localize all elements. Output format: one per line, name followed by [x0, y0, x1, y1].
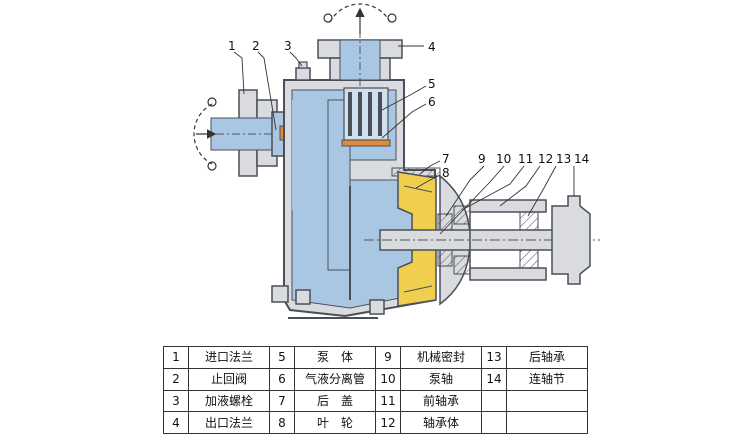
legend-row: 2 止回阀 6 气液分离管 10 泵轴 14 连轴节	[163, 367, 588, 391]
legend-number: 4	[163, 411, 189, 434]
callout-8: 8	[442, 166, 450, 180]
legend-number: 8	[269, 411, 295, 434]
legend-number: 1	[163, 346, 189, 369]
legend-part-name: 出口法兰	[188, 411, 270, 434]
legend-number	[481, 389, 507, 413]
callout-11: 11	[518, 152, 533, 166]
callout-7: 7	[442, 152, 450, 166]
legend-part-name: 后 盖	[294, 389, 376, 413]
legend-part-name: 轴承体	[400, 411, 482, 434]
parts-legend-table: 1 进口法兰 5 泵 体 9 机械密封 13 后轴承 2 止回阀 6 气液分离管…	[163, 346, 588, 434]
legend-part-name: 泵轴	[400, 367, 482, 391]
legend-row: 4 出口法兰 8 叶 轮 12 轴承体	[163, 411, 588, 434]
rear-bearing	[519, 211, 539, 269]
coupling	[551, 195, 591, 285]
legend-part-name: 泵 体	[294, 346, 376, 369]
legend-number	[481, 411, 507, 434]
legend-number: 7	[269, 389, 295, 413]
legend-part-name: 机械密封	[400, 346, 482, 369]
legend-number: 6	[269, 367, 295, 391]
legend-number: 13	[481, 346, 507, 369]
callout-13: 13	[556, 152, 571, 166]
legend-number: 9	[375, 346, 401, 369]
legend-part-name	[506, 411, 588, 434]
legend-row: 3 加液螺栓 7 后 盖 11 前轴承	[163, 389, 588, 413]
legend-number: 11	[375, 389, 401, 413]
callout-14: 14	[574, 152, 589, 166]
legend-part-name: 前轴承	[400, 389, 482, 413]
callout-1: 1	[228, 39, 236, 53]
legend-number: 3	[163, 389, 189, 413]
callout-leader-lines	[233, 45, 575, 235]
bearing-housing	[469, 199, 547, 281]
legend-number: 5	[269, 346, 295, 369]
legend-part-name: 止回阀	[188, 367, 270, 391]
legend-part-name: 进口法兰	[188, 346, 270, 369]
pump-body	[271, 79, 436, 319]
legend-part-name: 加液螺栓	[188, 389, 270, 413]
callout-3: 3	[284, 39, 292, 53]
outlet-flange	[317, 14, 403, 90]
outlet-rotation-arrow	[323, 3, 397, 34]
legend-part-name: 叶 轮	[294, 411, 376, 434]
legend-number: 12	[375, 411, 401, 434]
legend-part-name	[506, 389, 588, 413]
callout-12: 12	[538, 152, 553, 166]
callout-6: 6	[428, 95, 436, 109]
legend-number: 14	[481, 367, 507, 391]
legend-row: 1 进口法兰 5 泵 体 9 机械密封 13 后轴承	[163, 346, 588, 369]
legend-number: 2	[163, 367, 189, 391]
gas-liquid-separator-tube	[341, 87, 391, 147]
callout-labels: 1 2 3 4 5 6 7 8 9 10 11 12 13 14	[228, 39, 589, 180]
inlet-rotation-arrow	[193, 97, 217, 171]
legend-part-name: 后轴承	[506, 346, 588, 369]
legend-part-name: 气液分离管	[294, 367, 376, 391]
callout-9: 9	[478, 152, 486, 166]
fill-bolt	[295, 61, 311, 81]
callout-2: 2	[252, 39, 260, 53]
legend-part-name: 连轴节	[506, 367, 588, 391]
callout-4: 4	[428, 40, 436, 54]
callout-10: 10	[496, 152, 511, 166]
callout-5: 5	[428, 77, 436, 91]
legend-number: 10	[375, 367, 401, 391]
